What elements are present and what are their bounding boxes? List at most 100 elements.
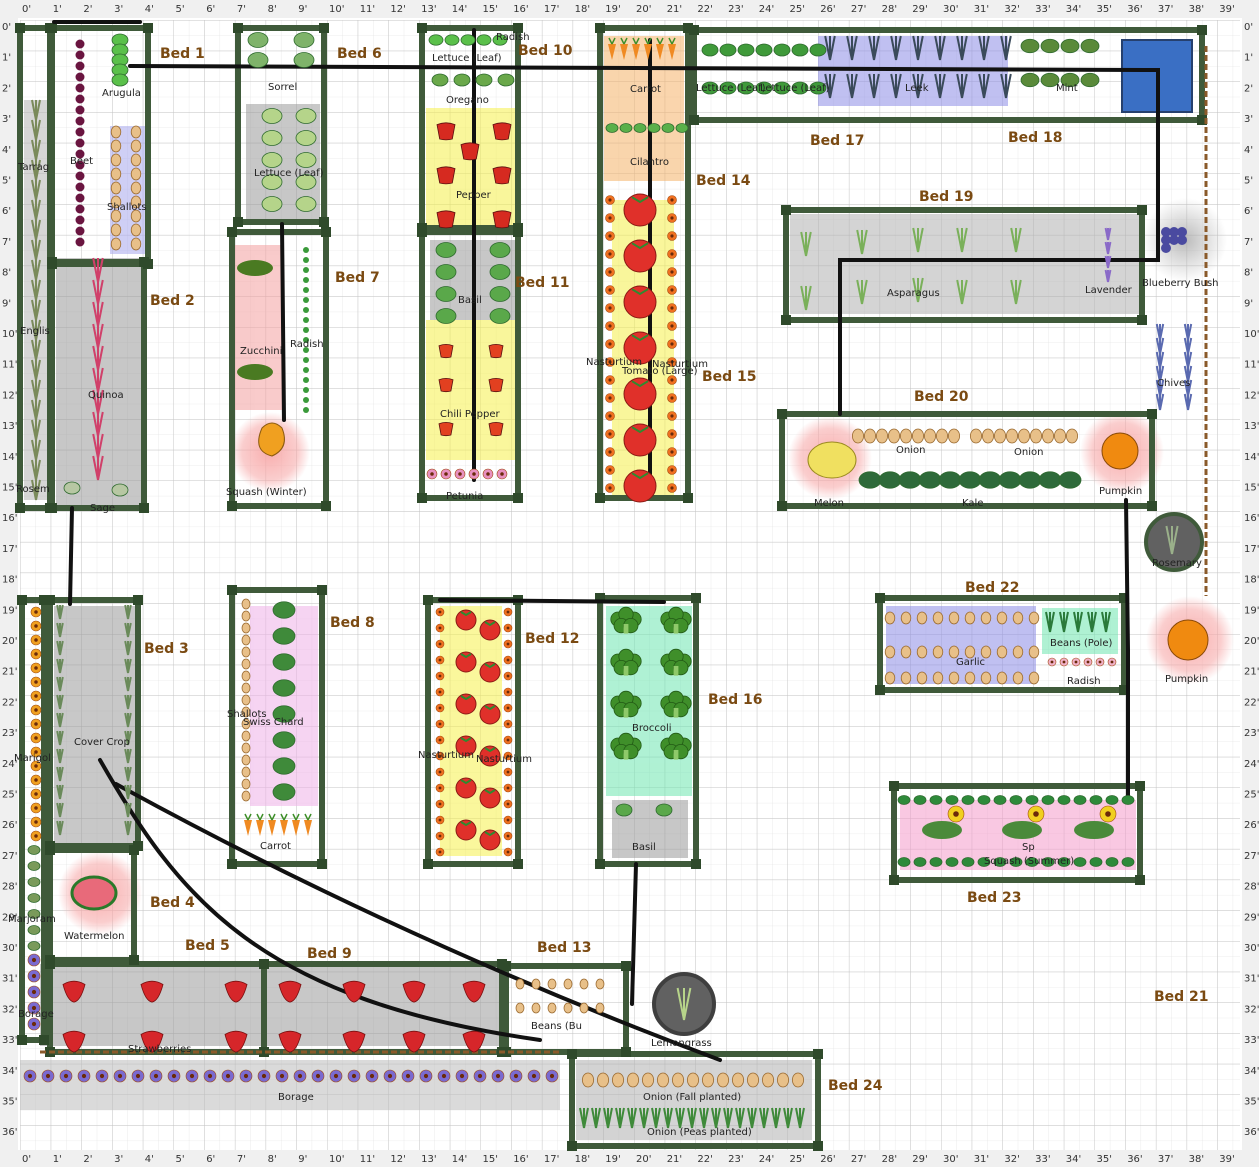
label-pepper[interactable]: Pepper: [456, 190, 492, 201]
label-borage-2[interactable]: Borage: [278, 1092, 314, 1103]
bed-8-label[interactable]: Bed 8: [330, 615, 375, 631]
frame-bed-22[interactable]: [877, 595, 1127, 693]
bed-9-label[interactable]: Bed 9: [307, 946, 352, 962]
frame-bed-16[interactable]: [597, 595, 699, 867]
label-rosemary-2[interactable]: Rosemary: [1152, 558, 1202, 569]
label-squash-winter[interactable]: Squash (Winter): [226, 487, 307, 498]
frame-bed-10[interactable]: [419, 25, 521, 231]
frame-bed-24[interactable]: [569, 1051, 821, 1149]
bed-24-label[interactable]: Bed 24: [828, 1078, 883, 1094]
label-tarragon[interactable]: Tarrag: [17, 162, 49, 173]
label-beans-pole[interactable]: Beans (Pole): [1050, 638, 1112, 649]
label-onion-fall[interactable]: Onion (Fall planted): [643, 1092, 741, 1103]
label-tomato-large[interactable]: Tomato (Large): [621, 366, 698, 377]
frame-bed-23[interactable]: [891, 783, 1143, 883]
bed-13-label[interactable]: Bed 13: [537, 940, 592, 956]
label-spinach[interactable]: Sp: [1022, 842, 1035, 853]
bed-10-label[interactable]: Bed 10: [518, 43, 573, 59]
label-nasturtium-bed12-b[interactable]: Nasturtium: [476, 754, 532, 765]
frame-bed-13[interactable]: [503, 963, 629, 1055]
frame-bed-4[interactable]: [47, 847, 137, 963]
label-shallots-1[interactable]: Shallots: [107, 202, 147, 213]
frame-bed-8[interactable]: [229, 587, 325, 867]
bed-7-label[interactable]: Bed 7: [335, 270, 380, 286]
bed-14-label[interactable]: Bed 14: [696, 173, 751, 189]
frame-bed-3[interactable]: [47, 597, 141, 849]
label-zucchini[interactable]: Zucchini: [240, 346, 282, 357]
label-kale[interactable]: Kale: [962, 498, 983, 509]
label-pumpkin-bed20[interactable]: Pumpkin: [1099, 486, 1142, 497]
bed-18-label[interactable]: Bed 18: [1008, 130, 1063, 146]
label-lettuce-bed17-a[interactable]: Lettuce (Leaf): [696, 83, 766, 94]
label-cover-crop[interactable]: Cover Crop: [74, 737, 130, 748]
bed-6-label[interactable]: Bed 6: [337, 46, 382, 62]
frame-bed-6[interactable]: [235, 25, 327, 225]
label-broccoli[interactable]: Broccoli: [632, 723, 672, 734]
label-leek[interactable]: Leek: [905, 83, 929, 94]
label-carrot-bed8[interactable]: Carrot: [260, 841, 291, 852]
label-watermelon[interactable]: Watermelon: [64, 931, 125, 942]
bed-5-label[interactable]: Bed 5: [185, 938, 230, 954]
label-nasturtium-bed12-a[interactable]: Nasturtium: [418, 750, 474, 761]
bed-4-label[interactable]: Bed 4: [150, 895, 195, 911]
bed-3-label[interactable]: Bed 3: [144, 641, 189, 657]
bed-23-label[interactable]: Bed 23: [967, 890, 1022, 906]
label-radish-bed7[interactable]: Radish: [290, 339, 324, 350]
label-english[interactable]: Englis: [20, 326, 50, 337]
label-rosemary-1[interactable]: Rosem: [16, 484, 50, 495]
label-shallots-2[interactable]: Shallots: [227, 709, 267, 720]
label-mint[interactable]: Mint: [1056, 83, 1078, 94]
label-sage[interactable]: Sage: [90, 503, 115, 514]
label-garlic[interactable]: Garlic: [956, 657, 985, 668]
label-onion-peas[interactable]: Onion (Peas planted): [647, 1127, 752, 1138]
label-marjoram[interactable]: Marjoram: [8, 914, 56, 925]
frame-bed-7[interactable]: [229, 229, 329, 509]
label-borage-1[interactable]: Borage: [18, 1009, 54, 1020]
label-beet[interactable]: Beet: [70, 156, 93, 167]
bed-11-label[interactable]: Bed 11: [515, 275, 570, 291]
frame-bed-20[interactable]: [779, 411, 1155, 509]
label-arugula[interactable]: Arugula: [102, 88, 141, 99]
bed-16-label[interactable]: Bed 16: [708, 692, 763, 708]
label-chives[interactable]: Chives: [1157, 378, 1190, 389]
label-carrot-bed14[interactable]: Carrot: [630, 84, 661, 95]
label-marigold[interactable]: Marigol: [14, 753, 51, 764]
label-swiss-chard[interactable]: Swiss Chard: [243, 717, 304, 728]
label-oregano[interactable]: Oregano: [446, 95, 489, 106]
label-melon[interactable]: Melon: [814, 498, 844, 509]
label-pumpkin-2[interactable]: Pumpkin: [1165, 674, 1208, 685]
label-radish-bed10[interactable]: Radish: [496, 32, 530, 43]
bed-1-label[interactable]: Bed 1: [160, 46, 205, 62]
label-onion-bed20-a[interactable]: Onion: [896, 445, 925, 456]
bed-20-label[interactable]: Bed 20: [914, 389, 969, 405]
label-onion-bed20-b[interactable]: Onion: [1014, 447, 1043, 458]
bed-21-label[interactable]: Bed 21: [1154, 989, 1209, 1005]
label-beans-bush[interactable]: Beans (Bu: [531, 1021, 582, 1032]
label-chili-pepper[interactable]: Chili Pepper: [440, 409, 501, 420]
frame-marigold[interactable]: [19, 597, 47, 1043]
label-strawberries[interactable]: Strawberries: [128, 1044, 191, 1055]
frame-bed-11[interactable]: [419, 229, 521, 501]
frame-bed-19[interactable]: [783, 207, 1145, 323]
label-cilantro[interactable]: Cilantro: [630, 157, 669, 168]
label-petunia[interactable]: Petunia: [446, 491, 483, 502]
label-nasturtium-bed15-b[interactable]: Nasturtium: [652, 359, 708, 370]
label-blueberry[interactable]: Blueberry Bush: [1142, 278, 1219, 289]
label-basil-bed16[interactable]: Basil: [632, 842, 656, 853]
label-squash-summer[interactable]: Squash (Summer): [984, 856, 1074, 867]
label-sorrel[interactable]: Sorrel: [268, 82, 297, 93]
label-lettuce-bed10[interactable]: Lettuce (Leaf): [432, 53, 502, 64]
bed-2-label[interactable]: Bed 2: [150, 293, 195, 309]
label-radish-bed22[interactable]: Radish: [1067, 676, 1101, 687]
label-lettuce-bed6[interactable]: Lettuce (Leaf): [254, 168, 324, 179]
label-basil-bed11[interactable]: Basil: [458, 295, 482, 306]
bed-19-label[interactable]: Bed 19: [919, 189, 974, 205]
bed-22-label[interactable]: Bed 22: [965, 580, 1020, 596]
label-quinoa[interactable]: Quinoa: [88, 390, 124, 401]
bed-12-label[interactable]: Bed 12: [525, 631, 580, 647]
bed-17-label[interactable]: Bed 17: [810, 133, 865, 149]
label-asparagus[interactable]: Asparagus: [887, 288, 940, 299]
label-lettuce-bed17-b[interactable]: Lettuce (Leaf): [760, 83, 830, 94]
